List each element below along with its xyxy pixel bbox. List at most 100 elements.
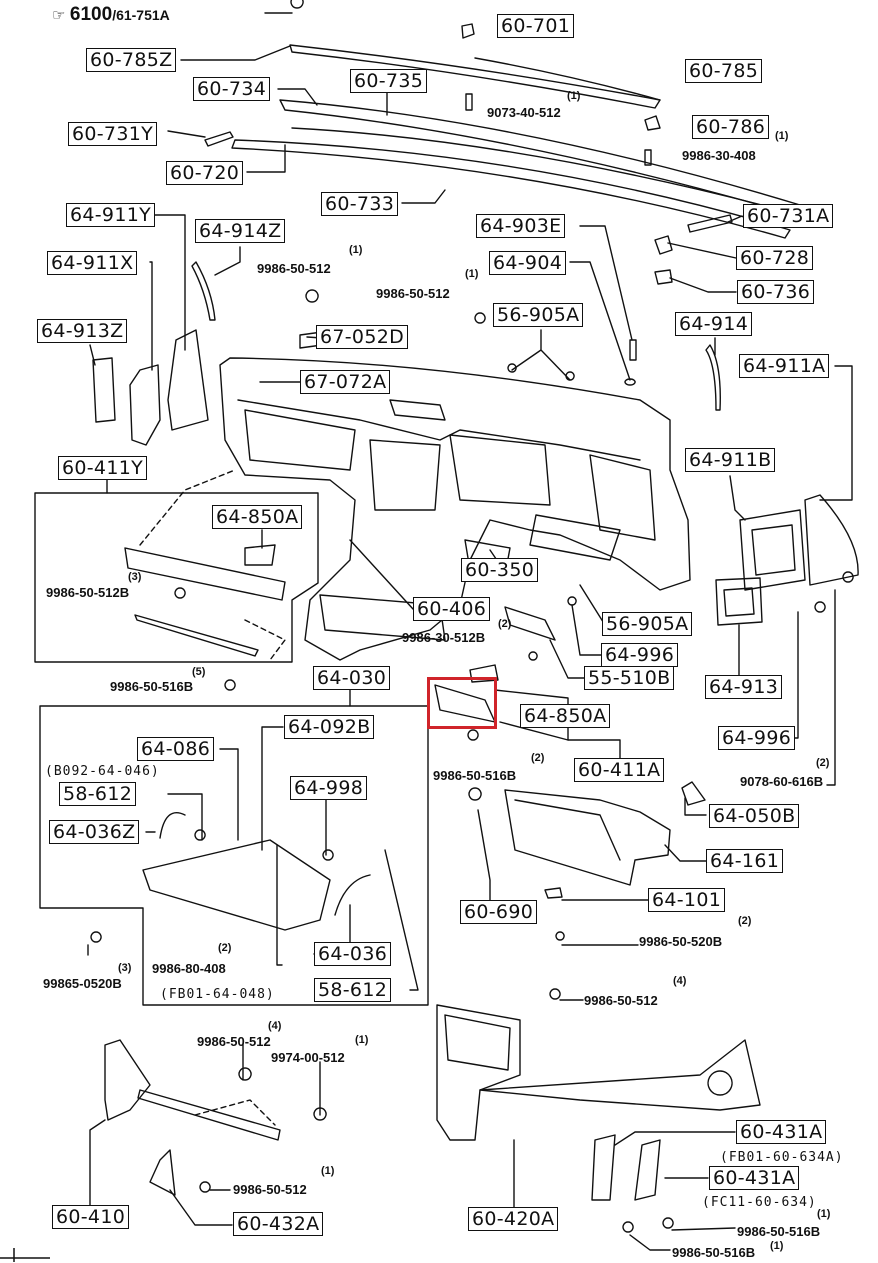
fastener-quantity: (4) bbox=[673, 975, 687, 987]
alternate-part-note: (FB01-60-634A) bbox=[720, 1150, 844, 1165]
fastener-quantity: (1) bbox=[770, 1240, 784, 1252]
part-callout[interactable]: 67-072A bbox=[300, 370, 391, 394]
part-callout[interactable]: 60-720 bbox=[166, 161, 244, 185]
part-callout[interactable]: 60-431A bbox=[709, 1166, 800, 1190]
fastener-quantity: (1) bbox=[567, 90, 581, 102]
section-part: /61-751A bbox=[112, 7, 170, 23]
fastener-part-number[interactable]: 9986-50-512 bbox=[257, 261, 331, 276]
part-callout[interactable]: 60-735 bbox=[350, 69, 428, 93]
part-callout[interactable]: 64-913 bbox=[705, 675, 783, 699]
fastener-part-number[interactable]: 9986-30-408 bbox=[682, 148, 756, 163]
part-callout[interactable]: 60-411Y bbox=[58, 456, 148, 480]
fastener-part-number[interactable]: 9986-50-520B bbox=[639, 934, 723, 949]
fastener-quantity: (3) bbox=[118, 962, 132, 974]
part-callout[interactable]: 60-733 bbox=[321, 192, 399, 216]
right-vent-drawing bbox=[715, 494, 859, 626]
part-callout[interactable]: 64-904 bbox=[489, 251, 567, 275]
part-callout[interactable]: 64-030 bbox=[313, 666, 391, 690]
part-callout[interactable]: 64-911Y bbox=[66, 203, 156, 227]
part-callout[interactable]: 60-728 bbox=[736, 246, 814, 270]
part-callout[interactable]: 64-911B bbox=[685, 448, 776, 472]
fastener-part-number[interactable]: 9986-50-512B bbox=[46, 585, 130, 600]
alternate-part-note: (B092-64-046) bbox=[45, 764, 160, 779]
fastener-quantity: (2) bbox=[218, 942, 232, 954]
part-callout[interactable]: 60-785 bbox=[685, 59, 763, 83]
fastener-part-number[interactable]: 9986-50-516B bbox=[737, 1224, 821, 1239]
fastener-part-number[interactable]: 9986-50-516B bbox=[110, 679, 194, 694]
fastener-part-number[interactable]: 9986-50-512 bbox=[376, 286, 450, 301]
part-callout[interactable]: 60-431A bbox=[736, 1120, 827, 1144]
part-callout[interactable]: 60-420A bbox=[468, 1207, 559, 1231]
part-callout[interactable]: 60-410 bbox=[52, 1205, 130, 1229]
fastener-part-number[interactable]: 9078-60-616B bbox=[740, 774, 824, 789]
fastener-quantity: (1) bbox=[465, 268, 479, 280]
part-callout[interactable]: 64-050B bbox=[709, 804, 800, 828]
upper-molding-drawing bbox=[204, 0, 801, 285]
part-callout[interactable]: 64-911X bbox=[47, 251, 138, 275]
part-callout[interactable]: 58-612 bbox=[314, 978, 392, 1002]
fastener-part-number[interactable]: 9986-50-512 bbox=[584, 993, 658, 1008]
fastener-quantity: (2) bbox=[738, 915, 752, 927]
fastener-quantity: (1) bbox=[817, 1208, 831, 1220]
part-callout[interactable]: 60-690 bbox=[460, 900, 538, 924]
part-callout[interactable]: 60-734 bbox=[193, 77, 271, 101]
part-callout[interactable]: 60-731A bbox=[743, 204, 834, 228]
part-callout[interactable]: 64-996 bbox=[718, 726, 796, 750]
fastener-quantity: (1) bbox=[775, 130, 789, 142]
fastener-quantity: (4) bbox=[268, 1020, 282, 1032]
fastener-part-number[interactable]: 99865-0520B bbox=[43, 976, 122, 991]
fastener-part-number[interactable]: 9986-50-516B bbox=[672, 1245, 756, 1260]
part-callout[interactable]: 55-510B bbox=[584, 666, 675, 690]
fastener-part-number[interactable]: 9073-40-512 bbox=[487, 105, 561, 120]
part-callout[interactable]: 64-914Z bbox=[195, 219, 286, 243]
fastener-quantity: (3) bbox=[128, 571, 142, 583]
part-callout[interactable]: 60-411A bbox=[574, 758, 665, 782]
part-callout[interactable]: 64-850A bbox=[212, 505, 303, 529]
part-callout[interactable]: 60-701 bbox=[497, 14, 575, 38]
leader-lines bbox=[87, 12, 853, 1251]
fastener-part-number[interactable]: 9974-00-512 bbox=[271, 1050, 345, 1065]
fastener-quantity: (5) bbox=[192, 666, 206, 678]
part-callout[interactable]: 64-086 bbox=[137, 737, 215, 761]
lower-bracket-drawing bbox=[104, 988, 761, 1233]
fastener-part-number[interactable]: 9986-50-516B bbox=[433, 768, 517, 783]
part-callout[interactable]: 58-612 bbox=[59, 782, 137, 806]
part-callout[interactable]: 60-432A bbox=[233, 1212, 324, 1236]
fastener-part-number[interactable]: 9986-50-512 bbox=[197, 1034, 271, 1049]
fastener-quantity: (1) bbox=[349, 244, 363, 256]
fastener-quantity: (2) bbox=[531, 752, 545, 764]
part-callout[interactable]: 64-903E bbox=[476, 214, 566, 238]
part-callout[interactable]: 64-914 bbox=[675, 312, 753, 336]
section-reference: ☞ 6100/61-751A bbox=[52, 4, 170, 26]
part-callout[interactable]: 60-406 bbox=[413, 597, 491, 621]
part-callout[interactable]: 64-101 bbox=[648, 888, 726, 912]
part-callout[interactable]: 60-350 bbox=[461, 558, 539, 582]
part-callout[interactable]: 64-036Z bbox=[49, 820, 140, 844]
fastener-part-number[interactable]: 9986-80-408 bbox=[152, 961, 226, 976]
dashboard-drawing bbox=[219, 339, 691, 661]
highlight-box bbox=[427, 677, 497, 729]
fastener-part-number[interactable]: 9986-30-512B bbox=[402, 630, 486, 645]
part-callout[interactable]: 64-161 bbox=[706, 849, 784, 873]
part-callout[interactable]: 56-905A bbox=[493, 303, 584, 327]
alternate-part-note: (FB01-64-048) bbox=[160, 987, 275, 1002]
part-callout[interactable]: 64-998 bbox=[290, 776, 368, 800]
lid-group-drawing bbox=[34, 469, 319, 691]
part-callout[interactable]: 64-036 bbox=[314, 942, 392, 966]
part-callout[interactable]: 60-786 bbox=[692, 115, 770, 139]
pointing-hand-icon: ☞ bbox=[52, 7, 66, 24]
part-callout[interactable]: 60-731Y bbox=[68, 122, 158, 146]
part-callout[interactable]: 64-996 bbox=[601, 643, 679, 667]
part-callout[interactable]: 60-785Z bbox=[86, 48, 177, 72]
alternate-part-note: (FC11-60-634) bbox=[702, 1195, 817, 1210]
part-callout[interactable]: 64-913Z bbox=[37, 319, 128, 343]
part-callout[interactable]: 64-092B bbox=[284, 715, 375, 739]
part-callout[interactable]: 64-850A bbox=[520, 704, 611, 728]
fastener-part-number[interactable]: 9986-50-512 bbox=[233, 1182, 307, 1197]
part-callout[interactable]: 67-052D bbox=[316, 325, 409, 349]
fastener-quantity: (1) bbox=[321, 1165, 335, 1177]
part-callout[interactable]: 56-905A bbox=[602, 612, 693, 636]
part-callout[interactable]: 64-911A bbox=[739, 354, 830, 378]
part-callout[interactable]: 60-736 bbox=[737, 280, 815, 304]
